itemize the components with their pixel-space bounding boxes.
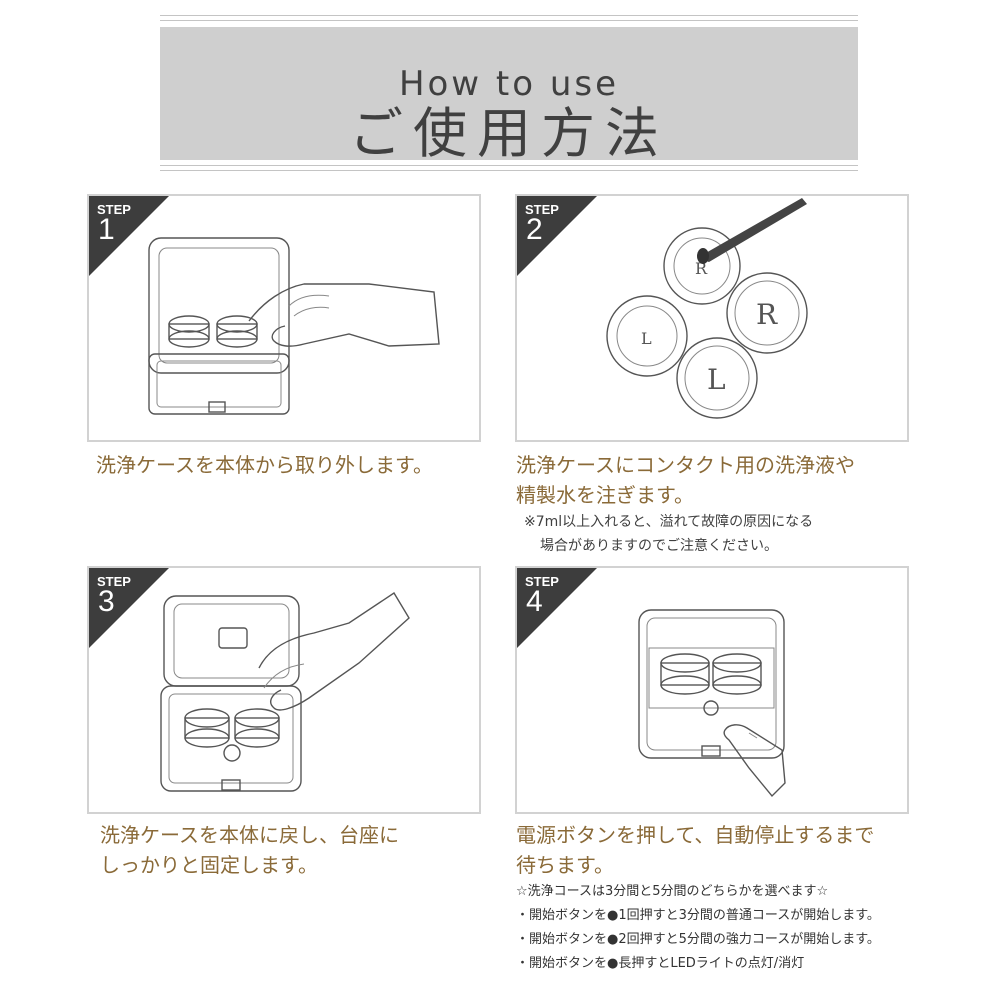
step-2-panel: R L R L STEP 2 [515,194,909,442]
step-4-note-line: ・開始ボタンを●長押すとLEDライトの点灯/消灯 [516,956,805,971]
step-4-notes: ☆洗浄コースは3分間と5分間のどちらかを選べます☆ ・開始ボタンを●1回押すと3… [516,880,880,976]
step-2-lens-l: L [707,363,726,396]
step-4-caption-line: 待ちます。 [516,853,614,877]
step-1-panel: STEP 1 [87,194,481,442]
step-1-badge-number: 1 [98,213,115,246]
header-bottom-rule-2 [160,170,858,171]
step-3-caption: 洗浄ケースを本体に戻し、台座に しっかりと固定します。 [100,820,399,880]
header-banner: How to use ご使用方法 [160,27,858,165]
step-3-caption-line: 洗浄ケースを本体に戻し、台座に [100,823,399,847]
step-3-badge-number: 3 [98,585,115,618]
step-4-illustration [638,609,786,798]
step-2-badge-label: STEP [525,202,559,217]
header-bottom-rule [160,165,858,166]
step-1-caption: 洗浄ケースを本体から取り外します。 [96,450,433,480]
step-4-caption-line: 電源ボタンを押して、自動停止するまで [516,823,875,847]
header-title-en: How to use [398,64,620,104]
step-3-illustration [160,592,410,792]
step-4-panel: STEP 4 [515,566,909,814]
step-1-illustration [148,237,440,415]
step-2-note-line: ※7ml以上入れると、溢れて故障の原因になる [524,514,814,530]
step-2-caption: 洗浄ケースにコンタクト用の洗浄液や 精製水を注ぎます。 [516,450,855,510]
step-1-badge-label: STEP [97,202,131,217]
step-2-caption-line: 精製水を注ぎます。 [516,483,694,507]
step-4-note-line: ☆洗浄コースは3分間と5分間のどちらかを選べます☆ [516,884,829,899]
step-3-badge-label: STEP [97,574,131,589]
step-1-caption-line: 洗浄ケースを本体から取り外します。 [96,453,433,477]
header-title-jp: ご使用方法 [349,102,669,165]
step-2-lens-r-small: R [695,259,708,278]
step-2-warning-note: ※7ml以上入れると、溢れて故障の原因になる 場合がありますのでご注意ください。 [524,510,813,558]
step-4-badge-number: 4 [526,585,543,618]
step-2-lens-r: R [756,298,778,331]
step-2-badge-number: 2 [526,213,543,246]
step-3-panel: STEP 3 [87,566,481,814]
header-top-rule-2 [160,20,858,21]
step-2-caption-line: 洗浄ケースにコンタクト用の洗浄液や [516,453,855,477]
step-2-lens-l-small: L [641,329,652,348]
step-2-note-line: 場合がありますのでご注意ください。 [540,538,778,554]
step-4-badge-label: STEP [525,574,559,589]
step-3-caption-line: しっかりと固定します。 [100,853,318,877]
step-2-illustration: R L R L [606,198,808,419]
step-4-caption: 電源ボタンを押して、自動停止するまで 待ちます。 [516,820,874,880]
step-4-note-line: ・開始ボタンを●1回押すと3分間の普通コースが開始します。 [516,908,880,923]
step-4-note-line: ・開始ボタンを●2回押すと5分間の強力コースが開始します。 [516,932,880,947]
header-top-rule [160,15,858,16]
